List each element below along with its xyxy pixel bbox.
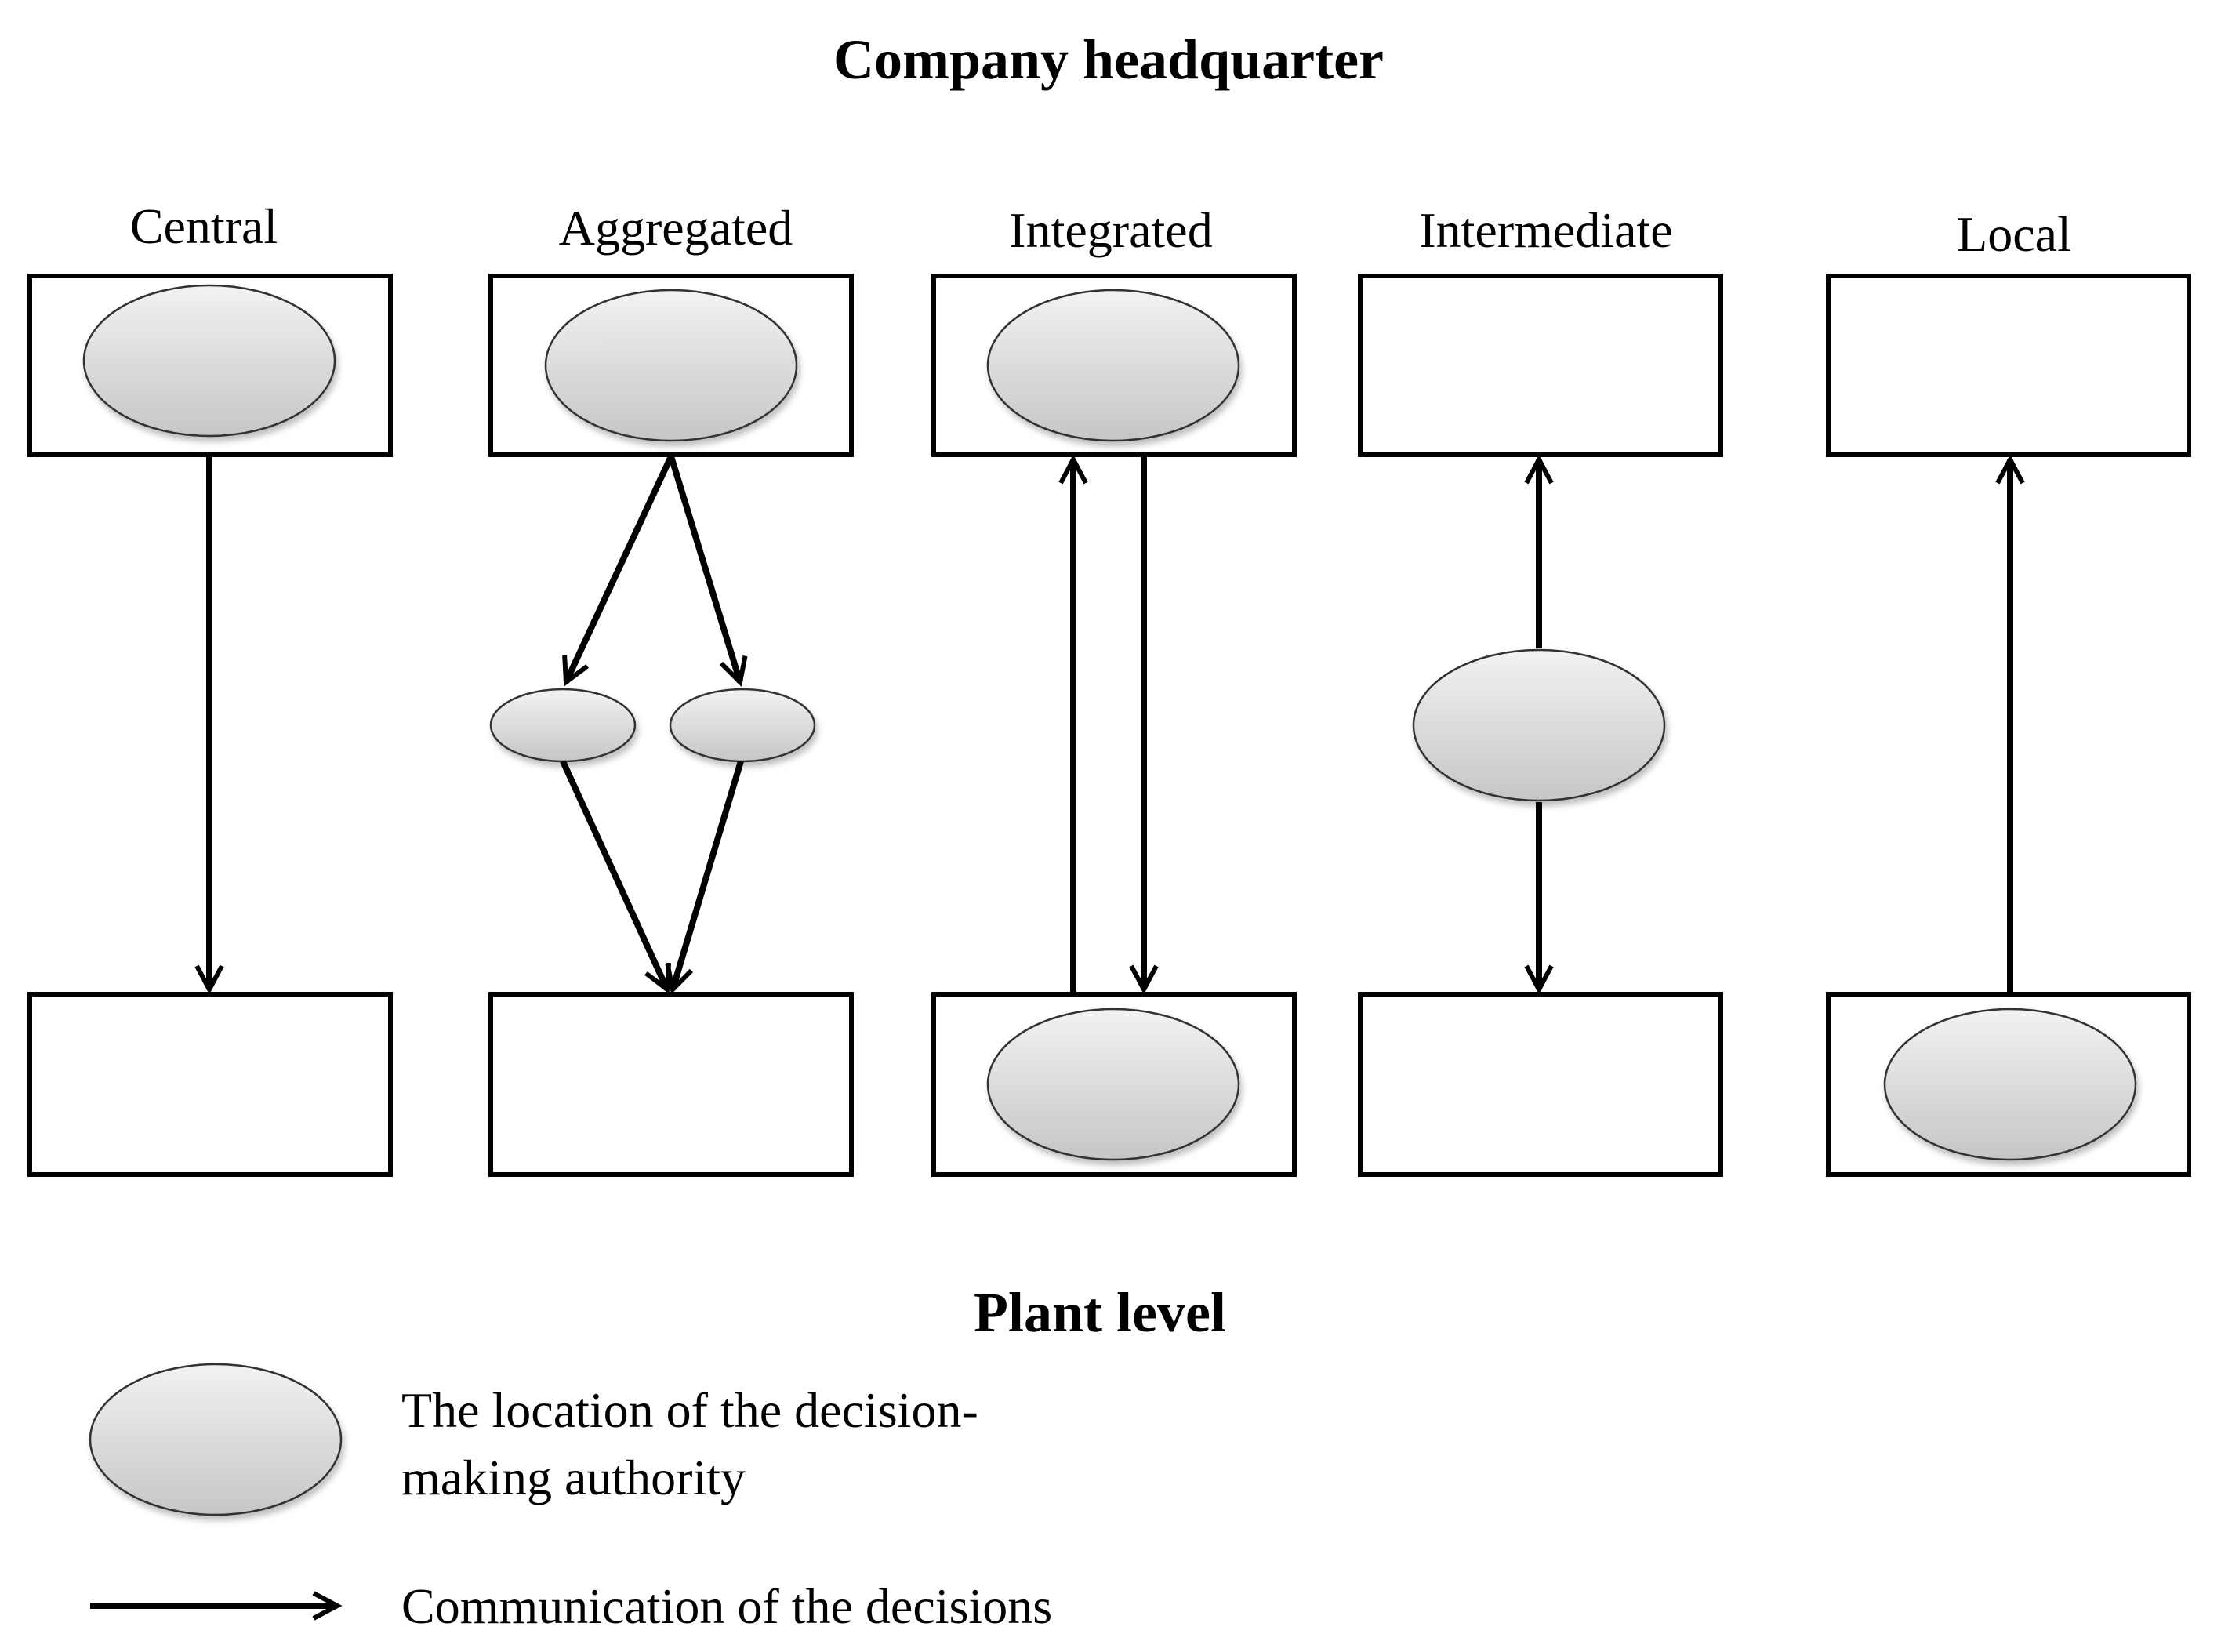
arrow-aggregated-hq-to-right: [668, 455, 740, 682]
plant-box-central: [27, 992, 393, 1177]
column-label-aggregated: Aggregated: [559, 200, 793, 256]
authority-node-integrated-hq: [986, 289, 1240, 442]
plant-level-heading: Plant level: [974, 1281, 1226, 1344]
hq-box-intermediate: [1358, 274, 1723, 457]
column-label-intermediate: Intermediate: [1419, 202, 1672, 258]
authority-node-central-hq: [82, 284, 336, 438]
authority-node-local-plant: [1883, 1008, 2137, 1161]
arrow-aggregated-hq-to-left: [566, 455, 674, 682]
column-label-central: Central: [130, 198, 278, 254]
plant-box-aggregated: [488, 992, 854, 1177]
authority-node-aggregated-hq: [544, 289, 798, 442]
legend-authority-text-line1: The location of the decision-: [401, 1382, 978, 1438]
arrow-aggregated-left-to-plant: [560, 760, 667, 989]
legend-communication-text: Communication of the decisions: [401, 1578, 1052, 1634]
column-label-local: Local: [1957, 206, 2071, 262]
authority-node-integrated-plant: [986, 1008, 1240, 1161]
legend-authority-icon: [89, 1363, 343, 1516]
authority-node-aggregated-sub-right: [669, 688, 816, 763]
hq-box-local: [1826, 274, 2191, 457]
diagram-title: Company headquarter: [833, 28, 1384, 91]
legend-authority-text-line2: making authority: [401, 1450, 746, 1505]
column-label-integrated: Integrated: [1009, 202, 1212, 258]
authority-node-intermediate: [1412, 648, 1666, 802]
authority-node-aggregated-sub-left: [489, 688, 637, 763]
arrow-aggregated-right-to-plant: [673, 760, 744, 989]
plant-box-intermediate: [1358, 992, 1723, 1177]
